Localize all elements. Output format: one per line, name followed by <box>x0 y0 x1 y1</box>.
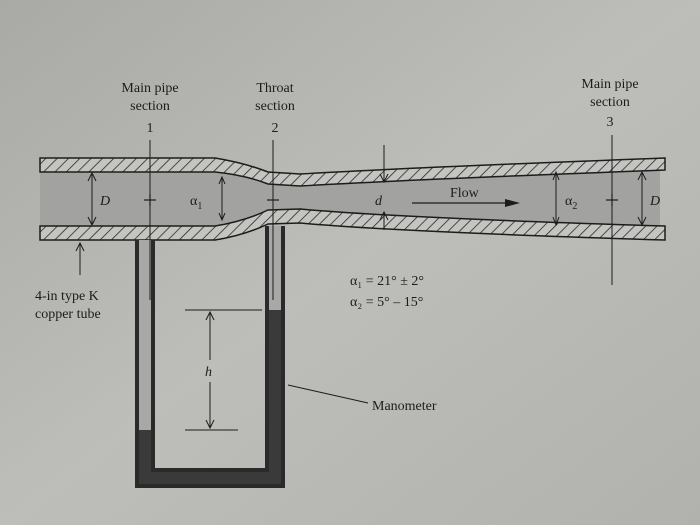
svg-text:3: 3 <box>607 115 614 130</box>
section-1-label: Main pipe section 1 <box>121 81 178 136</box>
diameter-left-dimension <box>87 171 97 227</box>
svg-text:Throat: Throat <box>256 81 293 96</box>
flow-label: Flow <box>450 186 480 201</box>
diameter-right-label: D <box>649 194 660 209</box>
flow-arrow <box>412 199 520 207</box>
tube-label-line2: copper tube <box>35 307 101 322</box>
svg-text:1: 1 <box>147 121 154 136</box>
svg-text:section: section <box>130 99 170 114</box>
section-3-label: Main pipe section 3 <box>581 77 638 130</box>
manometer-label: Manometer <box>372 399 437 414</box>
alpha2-equation: α₂ = 5° – 15° <box>350 295 423 310</box>
svg-text:2: 2 <box>272 121 279 136</box>
alpha2-label: α2 <box>565 194 577 212</box>
alpha2-dimension <box>552 170 560 227</box>
diameter-left-label: D <box>99 194 110 209</box>
throat-diameter-dimension <box>379 145 389 230</box>
svg-text:section: section <box>590 95 630 110</box>
center-marks <box>144 194 618 206</box>
svg-text:Main pipe: Main pipe <box>581 77 638 92</box>
throat-diameter-label: d <box>375 194 383 209</box>
section-2-label: Throat section 2 <box>255 81 295 136</box>
height-label: h <box>205 365 212 380</box>
alpha1-dimension <box>218 175 226 222</box>
pipe-top-wall <box>39 157 666 187</box>
manometer-fluid <box>139 310 281 484</box>
tube-label-line1: 4-in type K <box>35 289 99 304</box>
tube-leader <box>75 241 85 275</box>
diameter-right-dimension <box>637 170 647 227</box>
pipe-interior <box>40 170 660 226</box>
pipe-bottom-wall <box>39 208 666 241</box>
alpha1-label: α1 <box>190 194 202 212</box>
svg-text:section: section <box>255 99 295 114</box>
alpha1-equation: α₁ = 21° ± 2° <box>350 274 424 289</box>
manometer-leader <box>287 384 369 404</box>
height-dimension <box>185 309 262 431</box>
svg-text:Main pipe: Main pipe <box>121 81 178 96</box>
